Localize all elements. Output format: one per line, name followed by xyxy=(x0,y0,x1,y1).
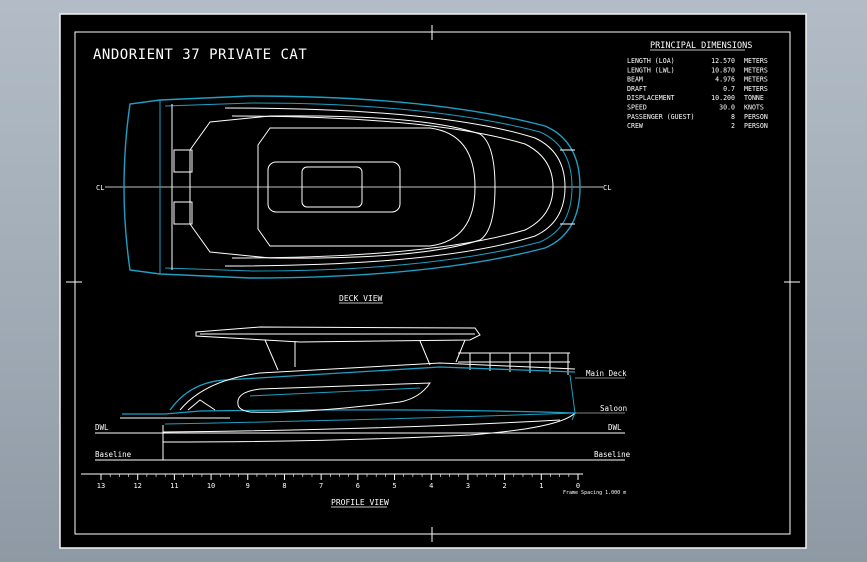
dimension-unit: METERS xyxy=(744,57,768,65)
cabin-top xyxy=(179,362,576,411)
frame-number: 0 xyxy=(576,482,580,490)
frame-number: 7 xyxy=(319,482,323,490)
label-main-deck: Main Deck xyxy=(586,369,627,378)
label-saloon: Saloon xyxy=(600,404,627,413)
dimension-value: 4.976 xyxy=(715,76,735,84)
dimension-value: 30.0 xyxy=(719,104,735,112)
bow-railing xyxy=(458,352,570,375)
frame-number: 4 xyxy=(429,482,433,490)
roof-hatch-outer xyxy=(267,161,401,213)
hull-outline xyxy=(123,95,581,279)
frame-number: 6 xyxy=(356,482,360,490)
superstructure-outline xyxy=(257,127,476,247)
profile-view-caption: PROFILE VIEW xyxy=(331,498,389,507)
deck-view-caption: DECK VIEW xyxy=(339,294,383,303)
frame-spacing-note: Frame Spacing 1.000 m xyxy=(563,490,626,496)
frame-number: 1 xyxy=(539,482,543,490)
drawing-title: ANDORIENT 37 PRIVATE CAT xyxy=(93,47,307,63)
cockpit-outline xyxy=(189,115,496,259)
saloon-window xyxy=(237,382,431,413)
deck-outline-inner xyxy=(231,115,554,259)
aft-step-top xyxy=(173,149,193,173)
dimension-unit: PERSON xyxy=(744,113,768,121)
frame-number: 13 xyxy=(97,482,105,490)
centerline-label-right: CL xyxy=(603,184,611,192)
sheer-line xyxy=(169,366,576,411)
label-dwl-left: DWL xyxy=(95,423,109,432)
hull-keel xyxy=(164,412,576,425)
label-baseline-right: Baseline xyxy=(594,450,631,459)
dimension-unit: PERSON xyxy=(744,122,768,130)
profile-view xyxy=(95,326,625,461)
dimension-label: CREW xyxy=(627,122,643,130)
dimension-value: 0.7 xyxy=(723,85,735,93)
dimension-unit: TONNE xyxy=(744,94,764,102)
frame-number: 11 xyxy=(170,482,178,490)
frame-number: 2 xyxy=(503,482,507,490)
dimension-value: 10.870 xyxy=(711,66,735,74)
aft-step-bottom xyxy=(173,201,193,225)
dimension-label: PASSENGER (GUEST) xyxy=(627,113,695,121)
hull-side xyxy=(122,409,576,415)
dimension-value: 10.200 xyxy=(711,94,735,102)
dimensions-heading: PRINCIPAL DIMENSIONS xyxy=(650,41,752,51)
hull-rail xyxy=(164,102,573,272)
label-baseline-left: Baseline xyxy=(95,450,132,459)
dimension-unit: METERS xyxy=(744,85,768,93)
dimension-label: DISPLACEMENT xyxy=(627,94,675,102)
dimension-unit: KNOTS xyxy=(744,104,764,112)
border-ticks xyxy=(66,25,800,542)
roof-hatch-inner xyxy=(301,166,363,208)
hull-bottom xyxy=(162,412,576,443)
dimension-label: LENGTH (LWL) xyxy=(627,66,675,74)
frame-number: 3 xyxy=(466,482,470,490)
dimension-unit: METERS xyxy=(744,76,768,84)
label-dwl-right: DWL xyxy=(608,423,622,432)
dimension-label: SPEED xyxy=(627,104,647,112)
deck-outline xyxy=(224,107,566,267)
drawing-background xyxy=(59,13,807,549)
dimension-value: 8 xyxy=(731,113,735,121)
hardtop-roof xyxy=(195,326,481,343)
dimension-label: BEAM xyxy=(627,76,643,84)
dimension-unit: METERS xyxy=(744,66,768,74)
dimension-value: 2 xyxy=(731,122,735,130)
deck-view: CL CL xyxy=(96,95,611,279)
frame-number: 12 xyxy=(133,482,141,490)
dimension-label: DRAFT xyxy=(627,85,647,93)
frame-number: 5 xyxy=(392,482,396,490)
dimension-value: 12.570 xyxy=(711,57,735,65)
frame-number: 10 xyxy=(207,482,215,490)
dimension-label: LENGTH (LOA) xyxy=(627,57,675,65)
frame-number: 8 xyxy=(282,482,286,490)
centerline-label-left: CL xyxy=(96,184,104,192)
frame-number: 9 xyxy=(246,482,250,490)
